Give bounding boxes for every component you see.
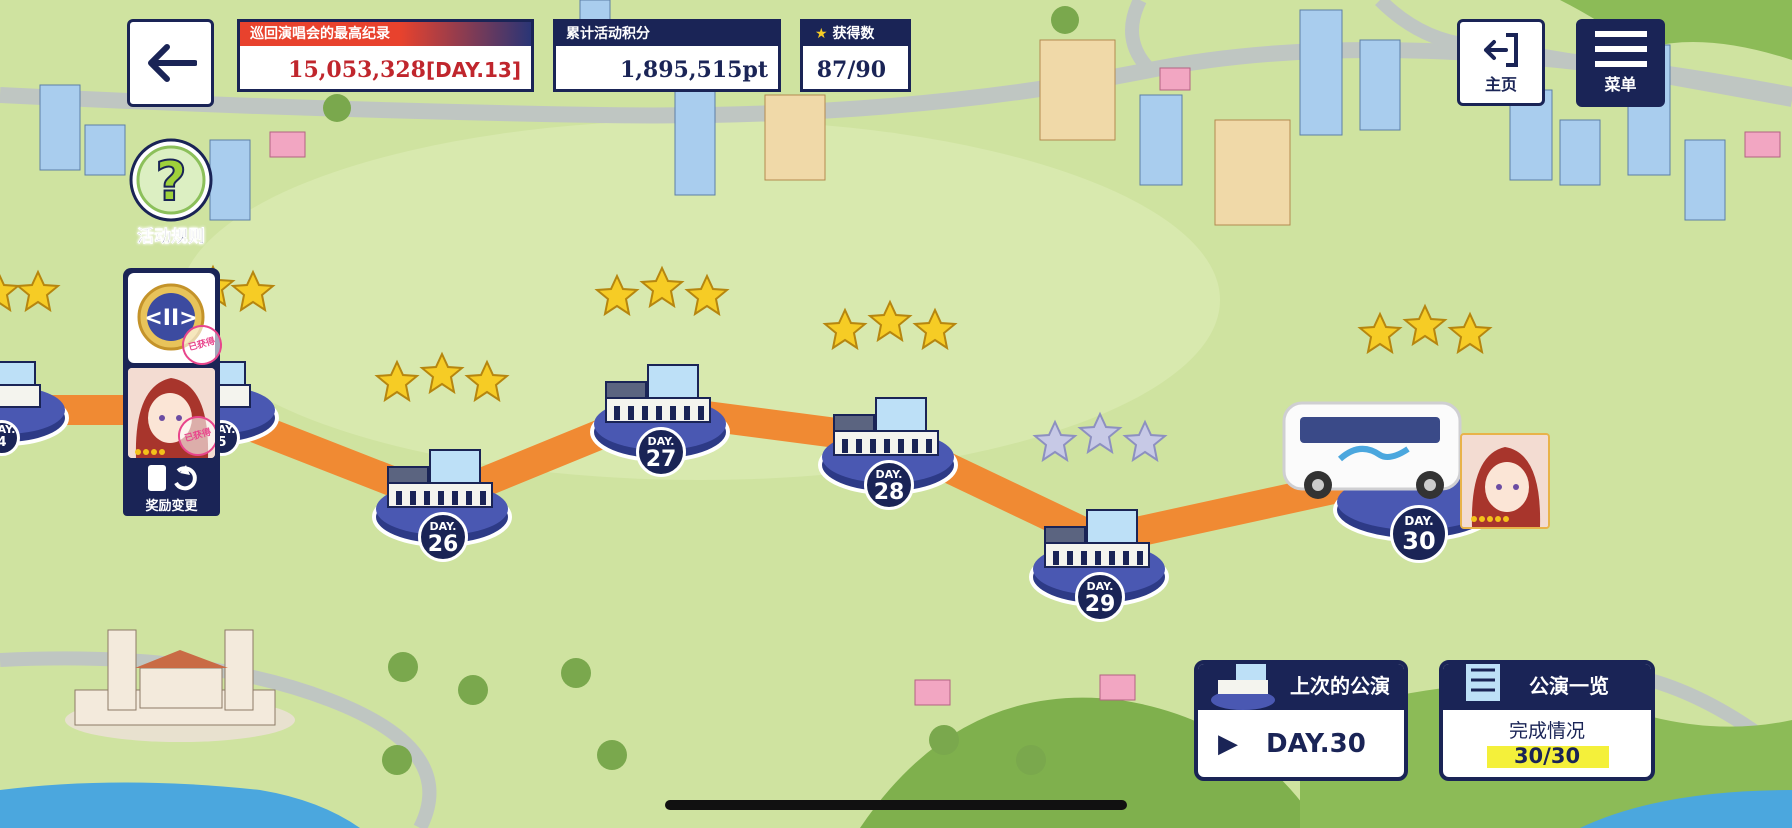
completion-value: 30/30: [1513, 744, 1581, 768]
menu-label: 菜单: [1604, 75, 1637, 94]
day-number: 30: [1402, 527, 1436, 555]
best-record-day: [DAY.13]: [425, 58, 521, 82]
play-icon: ▶: [1218, 728, 1238, 759]
stars-day-4: [0, 271, 59, 311]
completion-label: 完成情况: [1508, 720, 1585, 742]
home-exit-icon: [1484, 32, 1518, 67]
list-document-icon: [1464, 664, 1502, 703]
show-list-title: 公演一览: [1529, 674, 1609, 698]
reward-character-slot[interactable]: 已获得: [128, 368, 215, 458]
question-mark-icon: ?: [129, 138, 213, 222]
day-prefix: DAY.: [647, 435, 675, 448]
star-icon: ★: [815, 26, 828, 42]
day-number: 27: [645, 447, 677, 472]
tour-bus-icon: [1282, 401, 1462, 499]
best-record-label: 巡回演唱会的最高纪录: [240, 22, 531, 46]
route-node-day-29[interactable]: DAY. 29: [1027, 505, 1172, 625]
day-number: 28: [873, 480, 905, 505]
concert-hall-icon: [590, 364, 730, 462]
stars-day-27: [596, 267, 728, 315]
day-number: 29: [1084, 592, 1116, 617]
route-node-day-30[interactable]: DAY. 30: [1330, 400, 1500, 570]
stars-obtained-value: 87/90: [816, 57, 886, 83]
menu-hamburger-icon: [1594, 31, 1647, 67]
day-prefix: DAY.: [0, 423, 16, 436]
reward-change-label: 奖励变更: [145, 499, 198, 514]
stars-day-29: [1034, 413, 1166, 461]
show-list-panel[interactable]: 公演一览 完成情况 30/30: [1439, 660, 1655, 781]
best-record-box: 巡回演唱会的最高纪录 15,053,328[DAY.13]: [237, 19, 534, 92]
route-node-day-4[interactable]: DAY. 4: [0, 350, 70, 460]
home-indicator-bar[interactable]: [665, 800, 1127, 810]
day-prefix: DAY.: [1086, 580, 1114, 593]
back-button[interactable]: [127, 19, 214, 107]
route-node-day-26[interactable]: DAY. 26: [370, 445, 515, 565]
event-rules-label: 活动规则: [137, 227, 206, 248]
concert-hall-icon: [1211, 664, 1275, 710]
stars-obtained-label: 获得数: [832, 26, 875, 42]
reward-change-button[interactable]: 奖励变更: [123, 463, 220, 516]
day-number: 5: [217, 435, 227, 450]
character-portrait-icon: [1462, 435, 1548, 527]
stars-day-30: [1359, 305, 1491, 353]
event-points-box: 累计活动积分 1,895,515pt: [553, 19, 781, 92]
character-card: [1460, 433, 1550, 529]
concert-hall-icon: [818, 397, 958, 495]
svg-text:<II>: <II>: [144, 306, 197, 331]
home-label: 主页: [1484, 74, 1517, 94]
route-node-day-27[interactable]: DAY. 27: [588, 360, 733, 480]
reward-badge-slot[interactable]: <II> 已获得: [128, 273, 227, 370]
swap-card-icon: [147, 465, 197, 491]
unit-emblem-icon: <II>: [137, 283, 205, 351]
last-show-value: DAY.30: [1266, 728, 1366, 759]
stars-day-28: [824, 301, 956, 349]
day-prefix: DAY.: [875, 468, 903, 481]
event-points-label: 累计活动积分: [556, 22, 778, 46]
event-points-value: 1,895,515pt: [619, 57, 768, 83]
last-show-title: 上次的公演: [1290, 674, 1390, 698]
back-arrow-icon: [147, 44, 197, 82]
home-button[interactable]: 主页: [1457, 19, 1545, 106]
reward-panel: <II> 已获得 已获得 奖励变更: [123, 268, 227, 516]
route-node-day-28[interactable]: DAY. 28: [816, 393, 961, 513]
menu-button[interactable]: 菜单: [1576, 19, 1665, 107]
day-prefix: DAY.: [429, 520, 457, 533]
event-rules-button[interactable]: ? 活动规则: [124, 138, 218, 247]
stars-obtained-box: ★ 获得数 87/90: [800, 19, 911, 92]
day-number: 26: [427, 532, 459, 557]
stars-day-26: [376, 353, 508, 401]
day-number: 4: [0, 435, 7, 450]
svg-text:?: ?: [155, 150, 186, 213]
best-record-value: 15,053,328: [288, 57, 426, 83]
day-prefix: DAY.: [1404, 514, 1434, 528]
last-show-panel[interactable]: 上次的公演 ▶ DAY.30: [1194, 660, 1408, 781]
character-portrait-icon: [128, 368, 215, 458]
